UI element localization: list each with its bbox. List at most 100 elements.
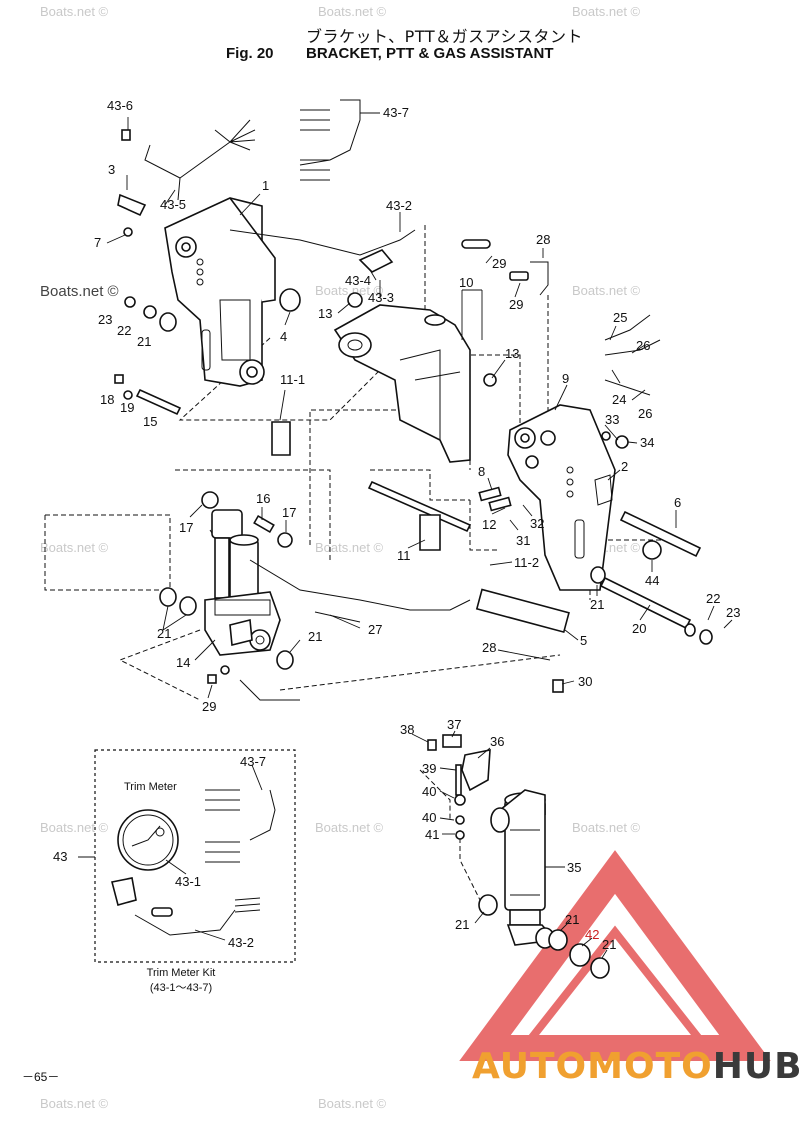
part-number-labels: 43-6 43-7 3 1 43-5 7 43-2 28 29 29 43-4 … [53,98,740,952]
label-37: 37 [447,717,461,732]
label-32: 32 [530,516,544,531]
label-7: 7 [94,235,101,250]
figure-title: BRACKET, PTT & GAS ASSISTANT [306,45,554,62]
label-20: 20 [632,621,646,636]
label-21-left: 21 [137,334,151,349]
label-43-7-kit: 43-7 [240,754,266,769]
label-29-top: 29 [492,256,506,271]
label-30: 30 [578,674,592,689]
watermark: Boats.net © [572,4,641,19]
label-43-2-kit: 43-2 [228,935,254,950]
label-3: 3 [108,162,115,177]
label-35: 35 [567,860,581,875]
label-21-ptt-right: 21 [308,629,322,644]
brand-logo-icon [459,850,771,1061]
figure-number: Fig. 20 [226,45,274,62]
label-8: 8 [478,464,485,479]
label-13-left: 13 [318,306,332,321]
label-43-1: 43-1 [175,874,201,889]
label-43-7: 43-7 [383,105,409,120]
brand-wordmark: AUTOMOTOHUB [472,1046,800,1087]
label-40-top: 40 [422,784,436,799]
label-29-mid: 29 [509,297,523,312]
label-19: 19 [120,400,134,415]
label-18: 18 [100,392,114,407]
label-31: 31 [516,533,530,548]
label-11-1: 11-1 [280,372,305,387]
label-41: 41 [425,827,439,842]
label-10: 10 [459,275,473,290]
label-21-gas-left: 21 [455,917,469,932]
label-27: 27 [368,622,382,637]
label-5: 5 [580,633,587,648]
label-23-right: 23 [726,605,740,620]
watermark: Boats.net © [572,820,641,835]
brand-part-1: AUTOMOTO [472,1046,713,1087]
trim-meter-kit-box [78,749,296,963]
watermark: Boats.net © [40,540,109,555]
label-43-6: 43-6 [107,98,133,113]
label-12: 12 [482,517,496,532]
label-16: 16 [256,491,270,506]
fasteners [114,129,713,979]
label-2: 2 [621,459,628,474]
label-28-bottom: 28 [482,640,496,655]
label-43: 43 [53,849,67,864]
label-22-right: 22 [706,591,720,606]
label-24: 24 [612,392,626,407]
label-25: 25 [613,310,627,325]
gas-assist-cylinder [490,789,557,949]
trim-meter-label: Trim Meter [124,781,177,793]
watermark: Boats.net © [315,283,384,298]
kit-caption-range: (43-1～43-7) [149,982,213,994]
label-14: 14 [176,655,190,670]
label-9: 9 [562,371,569,386]
label-28-top: 28 [536,232,550,247]
label-43-3: 43-3 [368,290,394,305]
label-43-4: 43-4 [345,273,371,288]
watermark: Boats.net © [40,4,109,19]
label-4: 4 [280,329,287,344]
title-japanese: ブラケット、PTT＆ガスアシスタント [306,27,583,46]
label-26-top: 26 [636,338,650,353]
label-11: 11 [397,548,411,563]
label-21-bracket: 21 [590,597,604,612]
label-43-5: 43-5 [160,197,186,212]
label-21-ptt-left: 21 [157,626,171,641]
label-44: 44 [645,573,659,588]
watermark: Boats.net © [40,1096,109,1111]
page-number: －65－ [22,1070,60,1084]
label-11-2: 11-2 [514,555,539,570]
label-38: 38 [400,722,414,737]
shafts [135,388,702,634]
label-43-2: 43-2 [386,198,412,213]
label-17-left: 17 [179,520,193,535]
watermark: Boats.net © [315,540,384,555]
port-clamp-bracket [164,197,276,387]
label-1: 1 [262,178,269,193]
kit-caption-title: Trim Meter Kit [146,967,216,979]
label-33: 33 [605,412,619,427]
brand-part-2: HUB [712,1046,800,1087]
wiring [144,99,661,701]
label-13-right: 13 [505,346,519,361]
label-26-bottom: 26 [638,406,652,421]
watermark: Boats.net © [318,4,387,19]
watermark: Boats.net © [572,283,641,298]
watermark: Boats.net © [318,1096,387,1111]
starboard-clamp-bracket [507,404,616,591]
label-34: 34 [640,435,654,450]
power-trim-tilt-unit [201,491,281,656]
label-23-left: 23 [98,312,112,327]
leader-lines [106,112,733,959]
watermark: Boats.net © [40,283,119,300]
watermark: Boats.net © [40,820,109,835]
label-22-left: 22 [117,323,131,338]
trim-meter-kit-caption: Trim Meter Kit (43-1～43-7) [126,966,236,996]
label-6: 6 [674,495,681,510]
label-21-gas-right: 21 [602,937,616,952]
swivel-bracket [333,304,471,463]
label-17-right: 17 [282,505,296,520]
label-29-bottom: 29 [202,699,216,714]
